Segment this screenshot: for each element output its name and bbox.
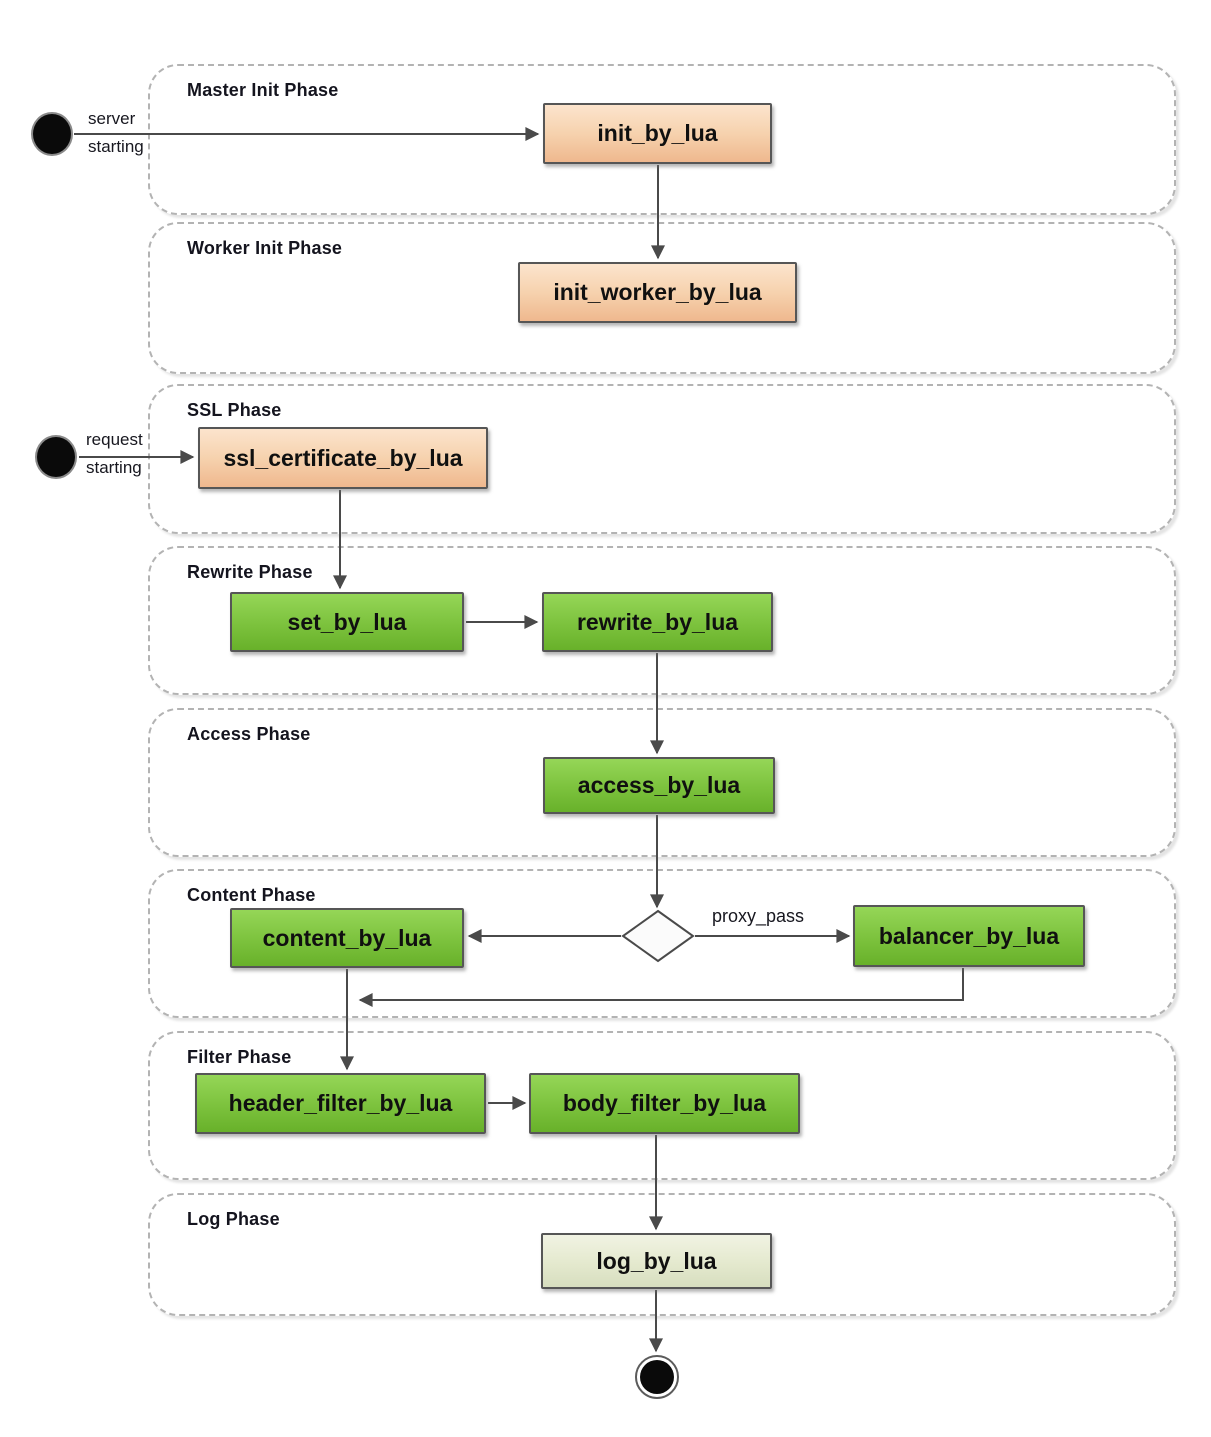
activity-init-by-lua: init_by_lua: [543, 103, 772, 164]
label-request-starting-line2: starting: [86, 458, 142, 477]
activity-body-filter-by-lua: body_filter_by_lua: [529, 1073, 800, 1134]
end-node-inner-dot: [640, 1360, 674, 1394]
activity-rewrite-by-lua: rewrite_by_lua: [542, 592, 773, 652]
phase-label-ssl: SSL Phase: [187, 400, 282, 420]
activity-init-worker-by-lua: init_worker_by_lua: [518, 262, 797, 323]
phase-container-ssl: SSL Phase: [148, 384, 1176, 534]
label-server-starting-line1: server: [88, 109, 136, 128]
label-request-starting-line1: request: [86, 430, 143, 449]
phase-container-content: Content Phase: [148, 869, 1176, 1018]
activity-header-filter-by-lua: header_filter_by_lua: [195, 1073, 486, 1134]
start-node-request: [35, 435, 77, 479]
label-server-starting-line2: starting: [88, 137, 144, 156]
phase-container-log: Log Phase: [148, 1193, 1176, 1316]
activity-ssl-certificate-by-lua: ssl_certificate_by_lua: [198, 427, 488, 489]
phase-label-content: Content Phase: [187, 885, 316, 905]
end-node: [635, 1355, 679, 1399]
phase-label-rewrite: Rewrite Phase: [187, 562, 313, 582]
activity-log-by-lua: log_by_lua: [541, 1233, 772, 1289]
activity-balancer-by-lua: balancer_by_lua: [853, 905, 1085, 967]
phase-container-worker-init: Worker Init Phase: [148, 222, 1176, 374]
edge-balancer-by-lua-return: [358, 968, 964, 1007]
activity-set-by-lua: set_by_lua: [230, 592, 464, 652]
label-proxy-pass: proxy_pass: [712, 906, 805, 926]
phase-container-filter: Filter Phase: [148, 1031, 1176, 1180]
start-node-server: [31, 112, 73, 156]
phase-container-master-init: Master Init Phase: [148, 64, 1176, 215]
phase-label-filter: Filter Phase: [187, 1047, 292, 1067]
activity-content-by-lua: content_by_lua: [230, 908, 464, 968]
phase-label-master-init: Master Init Phase: [187, 80, 339, 100]
phase-container-rewrite: Rewrite Phase: [148, 546, 1176, 695]
phase-label-log: Log Phase: [187, 1209, 280, 1229]
activity-access-by-lua: access_by_lua: [543, 757, 775, 814]
phase-container-access: Access Phase: [148, 708, 1176, 857]
label-request-starting: request starting: [86, 426, 143, 482]
phase-label-access: Access Phase: [187, 724, 311, 744]
phase-label-worker-init: Worker Init Phase: [187, 238, 343, 258]
label-server-starting: server starting: [88, 105, 144, 161]
proxy-decision-diamond: [621, 909, 695, 963]
